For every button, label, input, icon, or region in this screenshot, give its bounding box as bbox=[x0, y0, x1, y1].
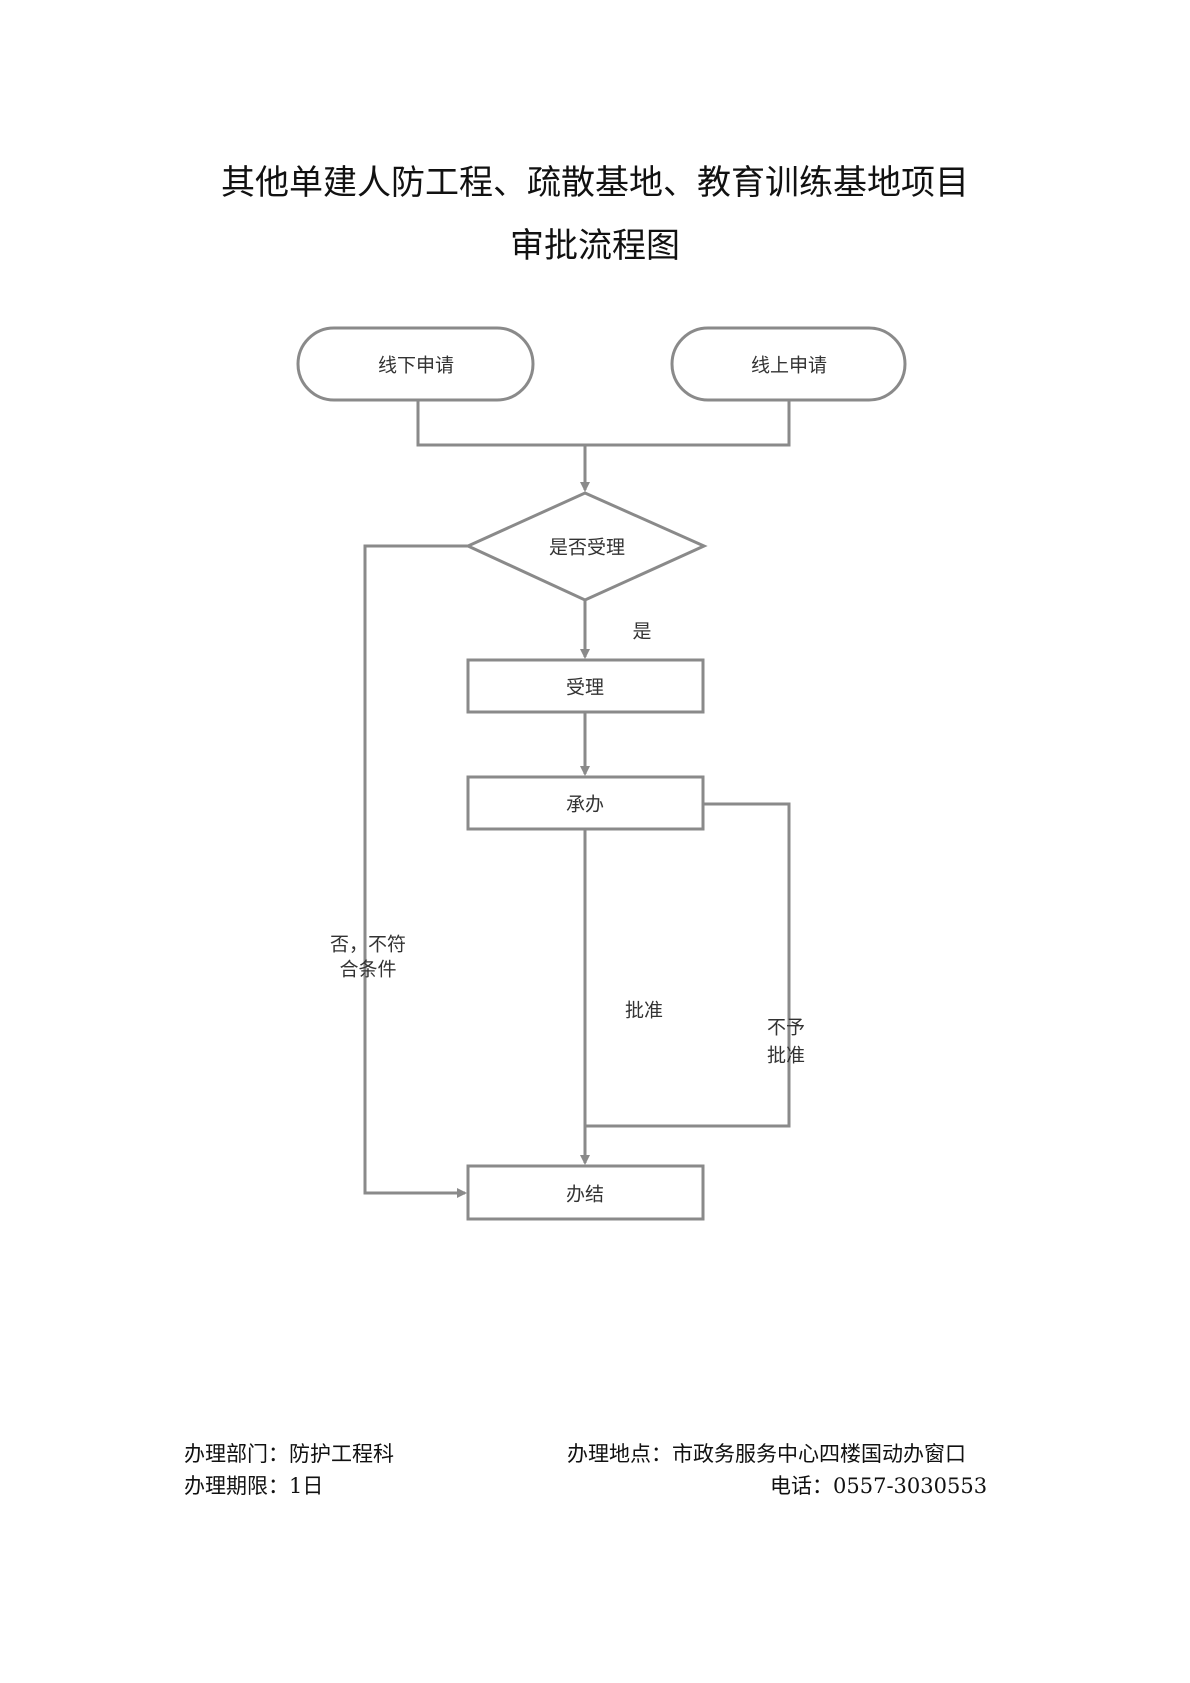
offline-apply-label: 线下申请 bbox=[377, 354, 455, 377]
decision-label: 是否受理 bbox=[548, 536, 626, 559]
finish-node bbox=[466, 1164, 705, 1221]
department-info: 办理部门：防护工程科 bbox=[184, 1442, 394, 1466]
time-limit-info: 办理期限：1日 bbox=[184, 1474, 324, 1498]
merge-connector bbox=[416, 400, 791, 447]
accept-label: 受理 bbox=[565, 676, 605, 699]
reject-connector bbox=[585, 802, 791, 1128]
no-label-line1: 否，不符 bbox=[329, 933, 407, 956]
no-label-line2: 合条件 bbox=[339, 958, 397, 981]
online-apply-label: 线上申请 bbox=[750, 354, 828, 377]
page-title-line2: 审批流程图 bbox=[510, 226, 680, 266]
reject-label-line1: 不予 bbox=[766, 1016, 806, 1039]
reject-label-line2: 批准 bbox=[766, 1044, 806, 1067]
phone-info: 电话：0557-3030553 bbox=[770, 1474, 988, 1498]
handle-label: 承办 bbox=[565, 793, 605, 816]
arrow-no bbox=[363, 544, 468, 1198]
approve-label: 批准 bbox=[624, 999, 664, 1022]
location-info: 办理地点：市政务服务中心四楼国动办窗口 bbox=[567, 1442, 966, 1466]
page-title-line1: 其他单建人防工程、疏散基地、教育训练基地项目 bbox=[221, 163, 969, 203]
finish-label: 办结 bbox=[565, 1183, 605, 1206]
offline-apply-node bbox=[296, 326, 535, 402]
yes-label: 是 bbox=[632, 620, 652, 643]
